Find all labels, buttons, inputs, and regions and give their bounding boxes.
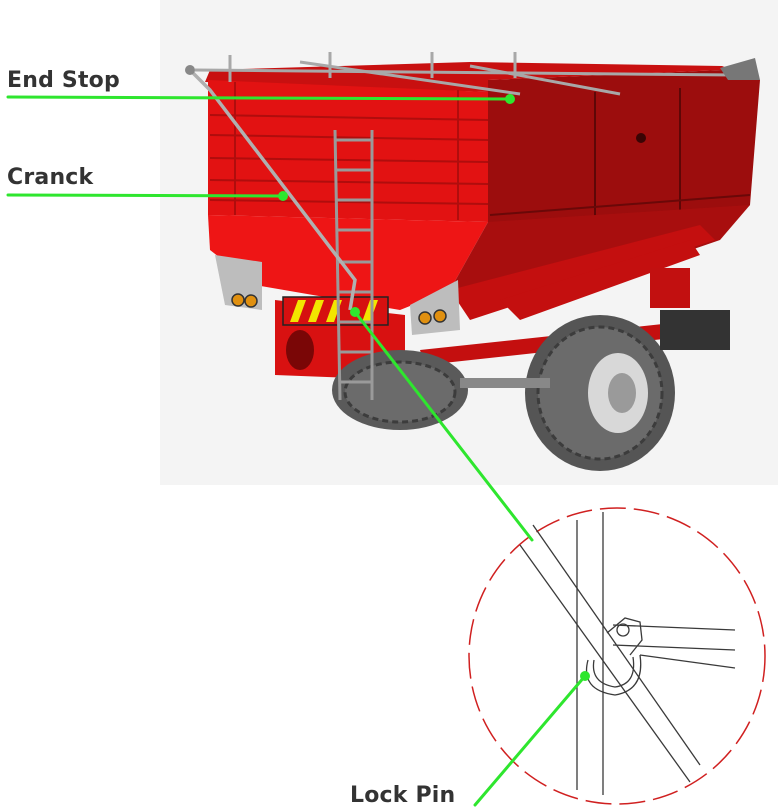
crank-rod (188, 68, 357, 311)
front-tire (332, 350, 468, 430)
leader-dots (278, 94, 590, 681)
end-stop-label: End Stop (7, 68, 120, 93)
cranck-leader (6, 193, 285, 198)
hopper-side-hole (636, 133, 646, 143)
grain-cart (185, 52, 760, 471)
left-light-pod (215, 255, 262, 310)
cranck-leader-dot (278, 191, 288, 201)
hitch-assembly (660, 310, 730, 350)
ladder (333, 129, 374, 401)
front-wall-ribs (209, 82, 489, 220)
lock-pin-leader-upper (353, 310, 534, 542)
end-stop-leader (6, 95, 512, 101)
hopper-side-seam (489, 194, 751, 216)
crank-handle (185, 65, 195, 75)
lock-pin-detail-dot (580, 671, 590, 681)
leader-lines (6, 95, 587, 807)
right-light-pod (410, 280, 460, 335)
lock-pin-label: Lock Pin (350, 783, 456, 808)
rear-chute (720, 58, 760, 80)
end-stop-leader-dot (505, 94, 515, 104)
cranck-label: Cranck (7, 165, 94, 190)
detail-circle-outline (468, 507, 766, 805)
hitch-red-part (650, 268, 690, 308)
axle (460, 378, 550, 388)
rear-tire (525, 315, 675, 471)
lock-pin-leader-dot (350, 307, 360, 317)
chassis-opening (286, 330, 314, 370)
tarp-frame (194, 52, 736, 96)
lock-pin-leader-lower (473, 674, 587, 807)
